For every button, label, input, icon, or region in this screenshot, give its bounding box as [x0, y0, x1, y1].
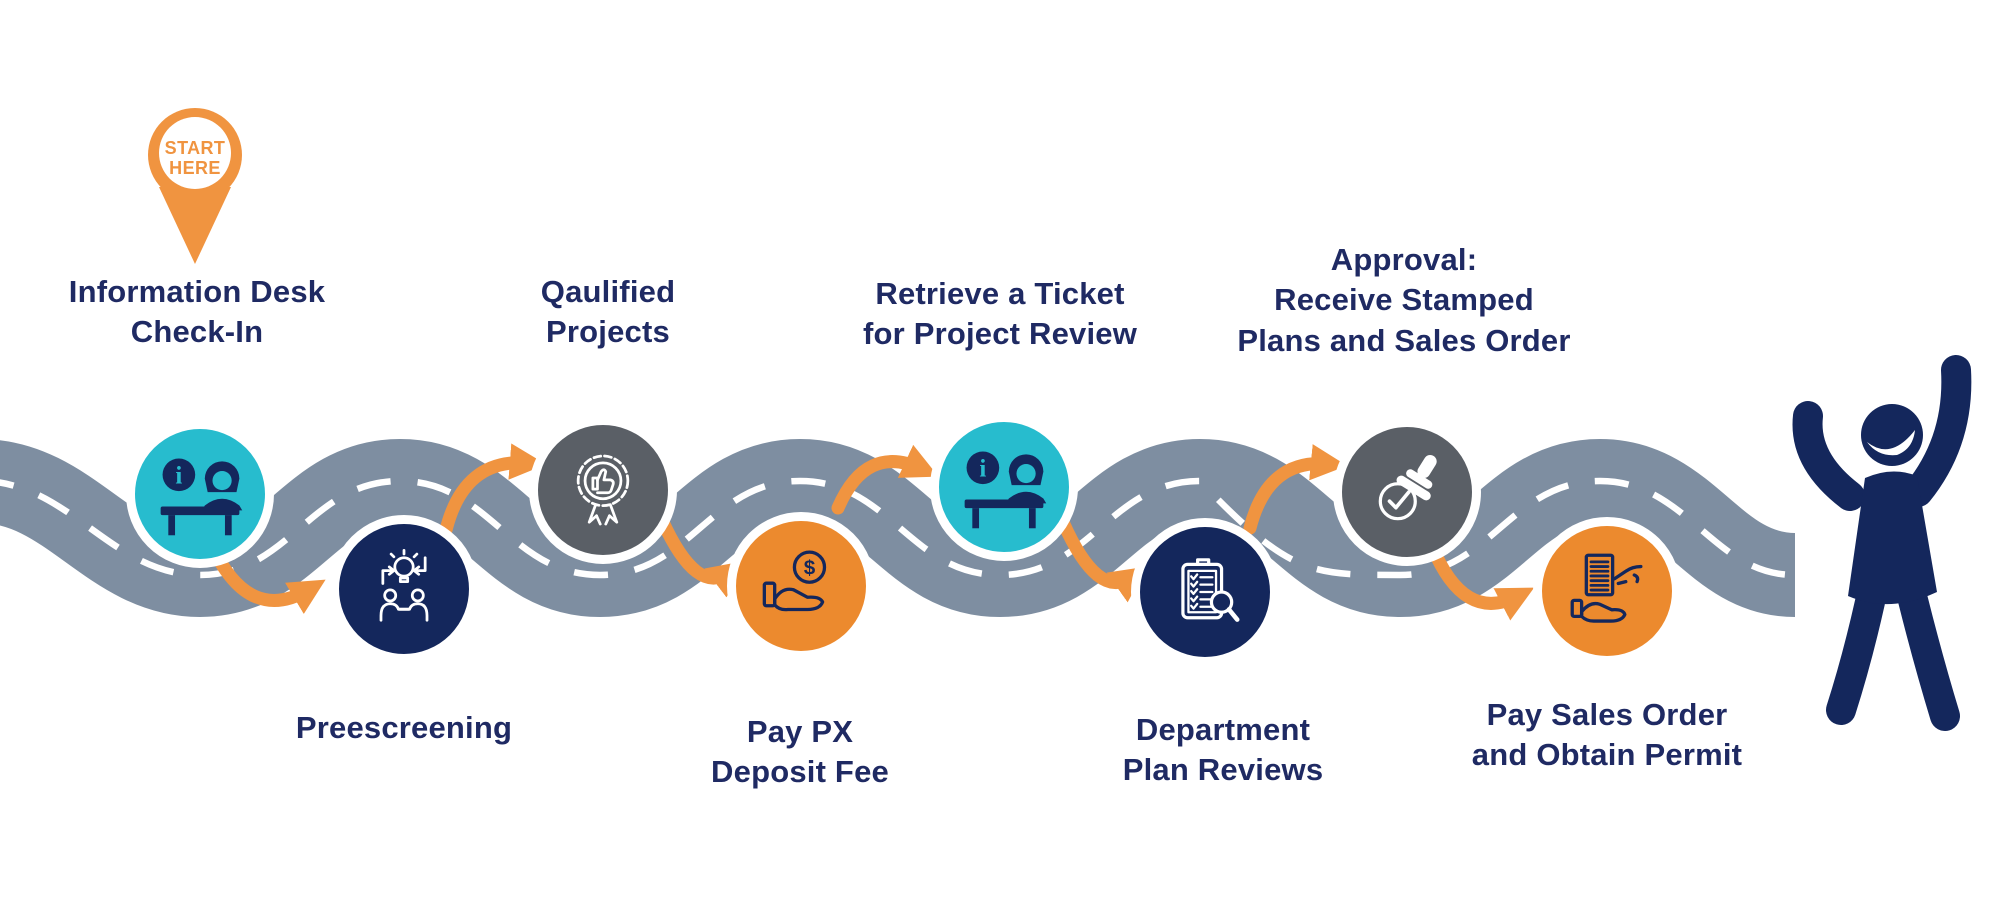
start-here-pin	[148, 108, 242, 264]
step-label-information-desk: Information Desk Check-In	[68, 274, 326, 350]
approval-stamp-icon	[1378, 455, 1437, 521]
start-here-label: START HERE	[164, 137, 226, 178]
checklist-magnifier-icon	[1181, 558, 1240, 622]
flow-arrow-7	[1425, 539, 1535, 621]
information-desk-icon: i	[964, 451, 1047, 529]
step-circle-pay-px-deposit: $	[727, 512, 875, 660]
step-circle-preescreening	[330, 515, 478, 663]
svg-text:$: $	[804, 557, 816, 580]
step-label-preescreening: Preescreening	[295, 710, 513, 745]
step-circle-department-reviews	[1131, 518, 1279, 666]
step-circle-qualified-projects	[529, 416, 677, 564]
step-label-retrieve-ticket: Retrieve a Ticket for Project Review	[862, 276, 1138, 352]
celebrating-person-figure	[1792, 355, 1972, 731]
svg-text:i: i	[979, 455, 986, 482]
svg-text:i: i	[175, 462, 182, 489]
step-label-department-reviews: Department Plan Reviews	[1122, 712, 1324, 788]
document-in-hand-icon	[1570, 553, 1643, 623]
step-label-pay-px-deposit: Pay PX Deposit Fee	[711, 714, 889, 790]
step-label-qualified-projects: Qaulified Projects	[540, 274, 676, 350]
flow-arrow-3	[655, 513, 745, 598]
hand-holding-coin-icon: $	[762, 550, 827, 612]
step-label-pay-sales-order: Pay Sales Order and Obtain Permit	[1471, 697, 1743, 773]
road-center-dashes	[0, 477, 1796, 579]
flow-arrow-5	[1056, 515, 1147, 603]
information-desk-icon: i	[160, 458, 243, 536]
flow-arrow-6	[1243, 444, 1348, 535]
step-circle-pay-sales-order	[1533, 517, 1681, 665]
flow-arrow-2	[439, 443, 547, 537]
flow-arrow-4	[831, 444, 939, 515]
step-label-approval: Approval: Receive Stamped Plans and Sale…	[1237, 242, 1571, 358]
step-circle-information-desk: i	[126, 420, 274, 568]
step-circle-approval	[1333, 418, 1481, 566]
award-thumbs-up-icon	[576, 454, 630, 526]
step-circle-retrieve-ticket: i	[930, 413, 1078, 561]
collaboration-idea-icon	[379, 548, 429, 622]
